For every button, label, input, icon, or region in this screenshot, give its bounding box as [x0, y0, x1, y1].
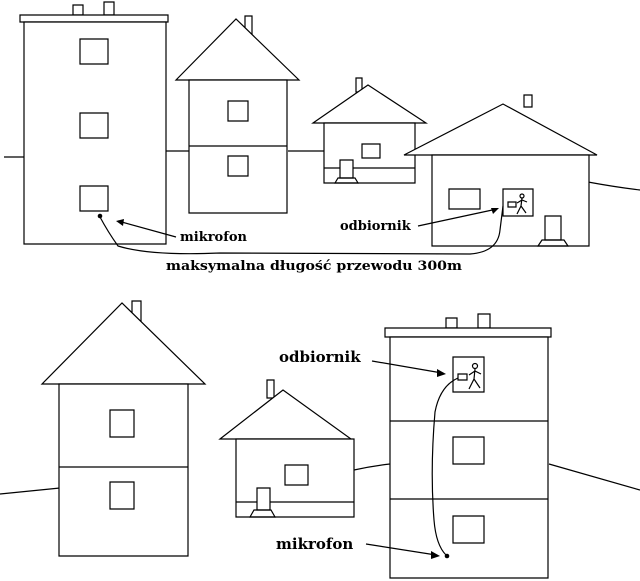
apartment-block-bottom	[385, 314, 551, 578]
house-center-top	[176, 16, 299, 213]
window	[80, 39, 108, 64]
window	[80, 113, 108, 138]
cable-length-caption: maksymalna długość przewodu 300m	[166, 259, 462, 274]
door	[340, 160, 353, 178]
window	[362, 144, 380, 158]
top-scene: mikrofon odbiornik maksymalna długość pr…	[4, 2, 640, 274]
window	[110, 410, 134, 437]
window	[80, 186, 108, 211]
microphone-icon	[444, 553, 450, 559]
door	[257, 488, 270, 510]
receiver-label-bottom: odbiornik	[279, 348, 361, 366]
ground-line-top	[4, 149, 640, 190]
receiver-house-top	[404, 95, 597, 246]
ground-line-bottom	[0, 464, 640, 494]
microphone-label-bottom: mikrofon	[276, 535, 353, 553]
listener-figure	[469, 369, 481, 389]
small-house-bottom	[220, 380, 354, 517]
window	[228, 101, 248, 121]
window	[449, 189, 480, 209]
microphone-icon	[97, 213, 103, 219]
window	[285, 465, 308, 485]
cable-bottom	[432, 378, 458, 555]
window	[110, 482, 134, 509]
listener-figure	[517, 198, 527, 214]
small-house-top	[313, 78, 426, 183]
window	[228, 156, 248, 176]
door	[545, 216, 561, 240]
house-left-bottom	[42, 301, 205, 556]
bottom-scene: odbiornik mikrofon	[0, 301, 640, 578]
receiver-label-top: odbiornik	[340, 219, 412, 234]
cable-top	[100, 206, 503, 254]
window	[453, 516, 484, 543]
apartment-block-top	[20, 2, 168, 244]
microphone-label-top: mikrofon	[180, 230, 247, 245]
window	[453, 437, 484, 464]
